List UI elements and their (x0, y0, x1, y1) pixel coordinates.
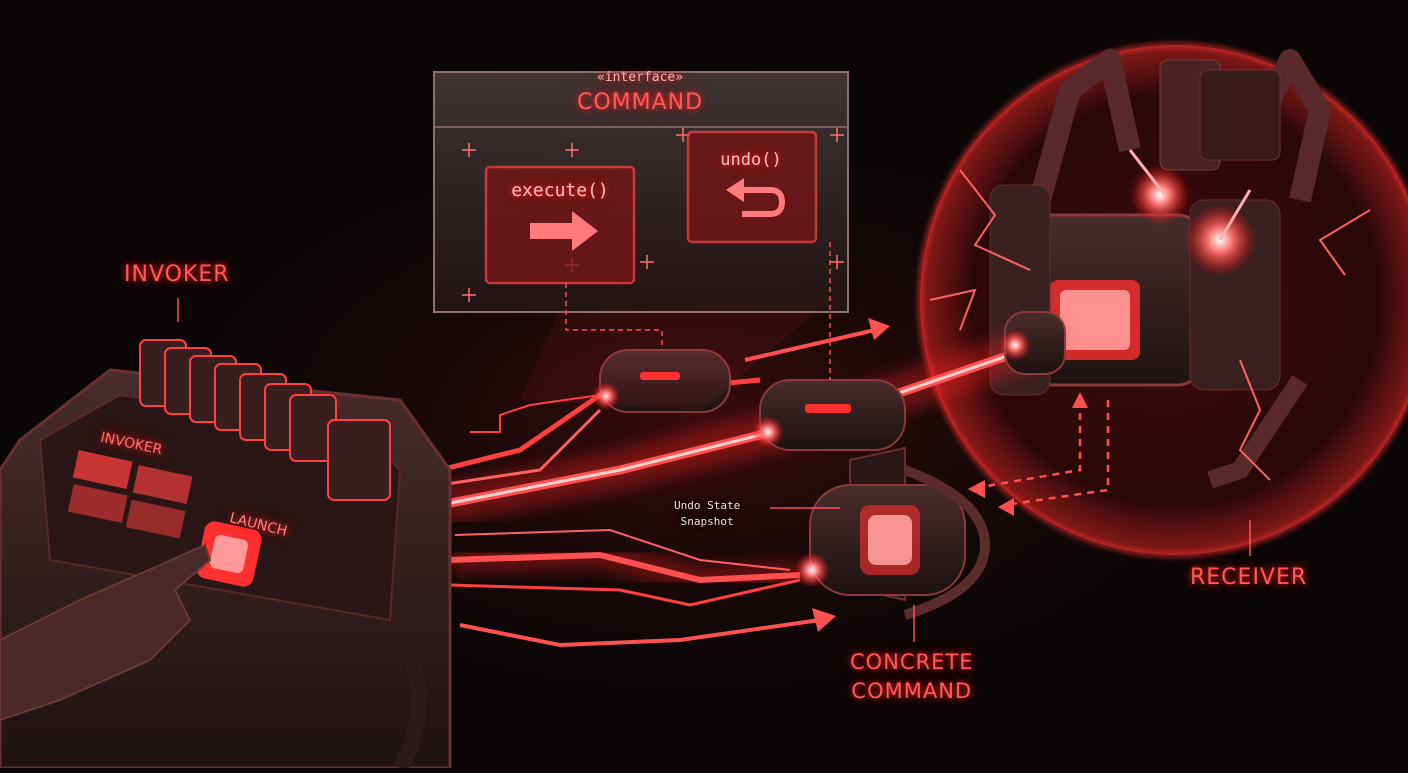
receiver-label: RECEIVER (1190, 565, 1308, 590)
concrete-command-line1: CONCRETE (850, 650, 974, 674)
receiver-machine (918, 43, 1408, 557)
concrete-command-capsule (794, 446, 991, 620)
snapshot-line1: Undo State (674, 499, 741, 512)
undo-state-snapshot (868, 515, 912, 565)
undo-method-label: undo() (720, 150, 782, 170)
undo-arrow-icon (726, 178, 786, 217)
snapshot-line2: Snapshot (680, 515, 734, 528)
command-capsule-3 (999, 311, 1066, 375)
label-leaders (177, 298, 1251, 642)
interface-stereotype: «interface» (596, 70, 684, 85)
execute-method-label: execute() (511, 180, 609, 201)
interface-panel (433, 71, 849, 410)
command-capsule-2 (752, 379, 906, 451)
undo-state-snapshot-label: Undo State Snapshot (674, 498, 740, 530)
invoker-label: INVOKER (124, 262, 230, 287)
command-capsule-1 (592, 349, 731, 413)
concrete-command-label: CONCRETE COMMAND (850, 648, 974, 706)
flow-arrows (459, 318, 1110, 648)
arrow-right-icon (530, 211, 598, 251)
invoker-machine (0, 339, 452, 773)
interface-name: COMMAND (576, 90, 704, 115)
concrete-command-line2: COMMAND (851, 679, 973, 703)
invoker-command-slots (139, 339, 391, 501)
operator-hand (0, 543, 212, 722)
